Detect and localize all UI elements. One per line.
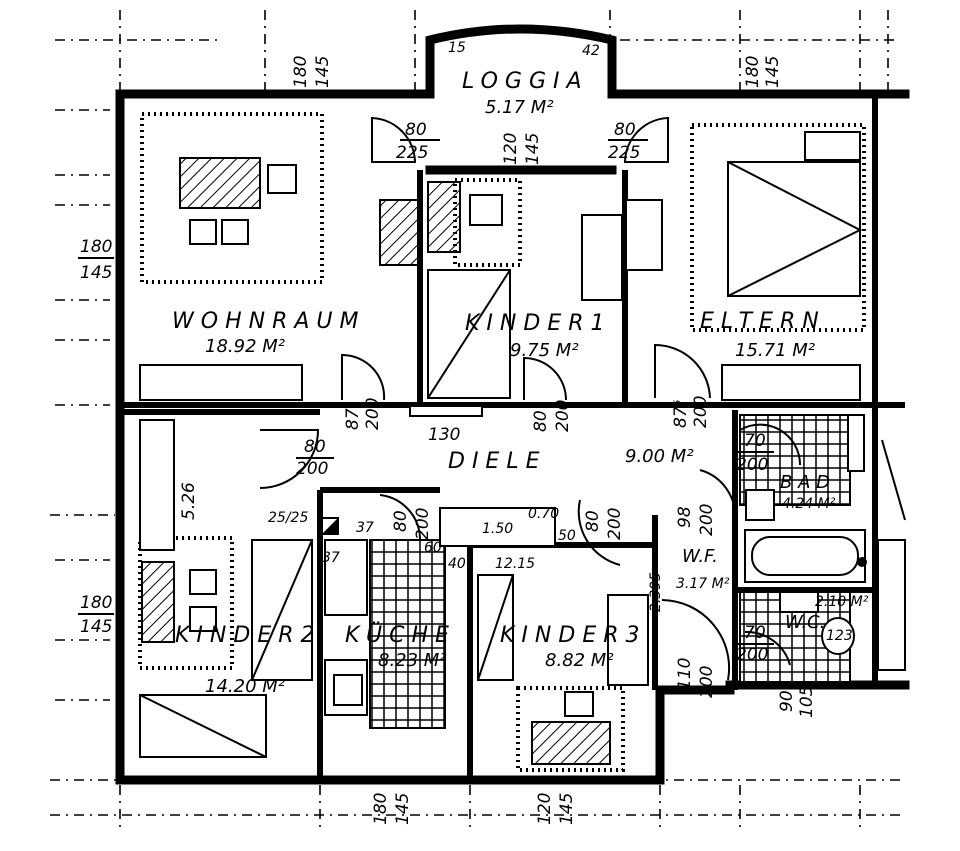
kueche-37b: 37 [322, 550, 340, 566]
kueche-50: 50 [558, 528, 576, 544]
kind3-name: KINDER3 [500, 623, 647, 648]
wohnraum-name: WOHNRAUM [172, 309, 366, 334]
kind1-name: KINDER1 [465, 311, 612, 336]
win-top-right-b: 145 [763, 56, 783, 88]
door-entry-b: 200 [697, 666, 717, 698]
bad-name: B A D [780, 472, 830, 493]
kueche-area: 8.23 M² [378, 650, 447, 671]
win-top-left-b: 145 [313, 56, 333, 88]
door-kind2-a: 80 [304, 437, 326, 457]
door-kueche-a: 80 [391, 510, 411, 532]
door-loggia-left-b: 225 [396, 143, 428, 163]
door-bad-a: 70 [744, 431, 766, 451]
wohnraum-area: 18.92 M² [205, 336, 285, 357]
win-left-lower-a: 180 [80, 593, 112, 613]
loggia-area: 5.17 M² [485, 97, 554, 118]
loggia-42: 42 [582, 43, 600, 59]
kueche-60: 60 [424, 540, 442, 556]
diele-130: 130 [428, 425, 460, 445]
wc-area: 2.10 M² [815, 594, 869, 610]
kueche-counter: 1.50 [482, 521, 513, 537]
wf-2395: 2.395 [648, 572, 664, 612]
bottom-90: 90 [777, 690, 797, 712]
win-loggia-a: 120 [501, 133, 521, 165]
kueche-37a: 37 [356, 520, 374, 536]
door-kind1-a: 80 [531, 410, 551, 432]
diele-name: DIELE [448, 449, 547, 474]
kind3-1215: 12.15 [495, 556, 535, 572]
kueche-40: 40 [448, 556, 466, 572]
kind3-area: 8.82 M² [545, 650, 614, 671]
win-loggia-b: 145 [523, 133, 543, 165]
door-bad-b: 200 [736, 455, 768, 475]
wf-name: W.F. [682, 546, 718, 567]
win-left-upper-b: 145 [80, 263, 112, 283]
door-swings [259, 116, 802, 681]
win-bottom-k3-a: 120 [535, 793, 555, 825]
door-eltern-b: 200 [691, 396, 711, 428]
grid-lines [50, 10, 905, 830]
win-top-right-a: 180 [743, 56, 763, 88]
furniture [138, 112, 906, 772]
door-wf-b: 200 [697, 504, 717, 536]
door-eltern-a: 87⁵ [671, 399, 691, 428]
bad-area: 4.24 M² [782, 496, 836, 512]
door-loggia-right-a: 80 [614, 120, 636, 140]
wc-name: W.C. [785, 612, 825, 633]
door-kind2-b: 200 [296, 459, 328, 479]
kind2-area: 14.20 M² [205, 676, 285, 697]
kind2-name: KINDER2 [175, 623, 322, 648]
door-kind3-b: 200 [605, 508, 625, 540]
exterior-walls [115, 24, 910, 785]
door-kind1-b: 200 [553, 400, 573, 432]
eltern-area: 15.71 M² [735, 340, 815, 361]
dimension-labels: 180 145 120 145 180 145 180 145 180 145 … [78, 40, 853, 825]
kind1-area: 9.75 M² [510, 340, 579, 361]
kueche-25-25: 25/25 [268, 510, 308, 526]
door-kueche-b: 200 [413, 508, 433, 540]
win-left-upper-a: 180 [80, 237, 112, 257]
kind2-526: 5.26 [179, 482, 199, 520]
door-kind3-a: 80 [583, 510, 603, 532]
room-labels: LOGGIA 5.17 M² WOHNRAUM 18.92 M² KINDER1… [172, 69, 869, 697]
wf-area: 3.17 M² [676, 576, 730, 592]
door-entry-a: 110 [675, 658, 695, 690]
door-wc-b: 200 [736, 645, 768, 665]
win-bottom-kitchen-b: 145 [393, 793, 413, 825]
loggia-15: 15 [448, 40, 466, 56]
win-bottom-kitchen-a: 180 [371, 793, 391, 825]
diele-area: 9.00 M² [625, 446, 694, 467]
door-loggia-left-a: 80 [405, 120, 427, 140]
door-wohnraum-b: 200 [363, 398, 383, 430]
win-left-lower-b: 145 [80, 617, 112, 637]
win-bottom-k3-b: 145 [557, 793, 577, 825]
door-wf-a: 98 [675, 506, 695, 528]
kueche-070: 0.70 [528, 506, 559, 522]
bottom-105: 105 [797, 686, 817, 718]
win-top-left-a: 180 [291, 56, 311, 88]
loggia-name: LOGGIA [462, 69, 589, 94]
door-wohnraum-a: 87⁵ [343, 401, 363, 430]
door-loggia-right-b: 225 [608, 143, 640, 163]
interior-walls [120, 94, 905, 780]
eltern-name: ELTERN [700, 309, 826, 334]
door-wc-a: 70 [744, 623, 766, 643]
wc-123: 123 [826, 628, 853, 644]
kueche-name: KÜCHE [345, 622, 456, 648]
